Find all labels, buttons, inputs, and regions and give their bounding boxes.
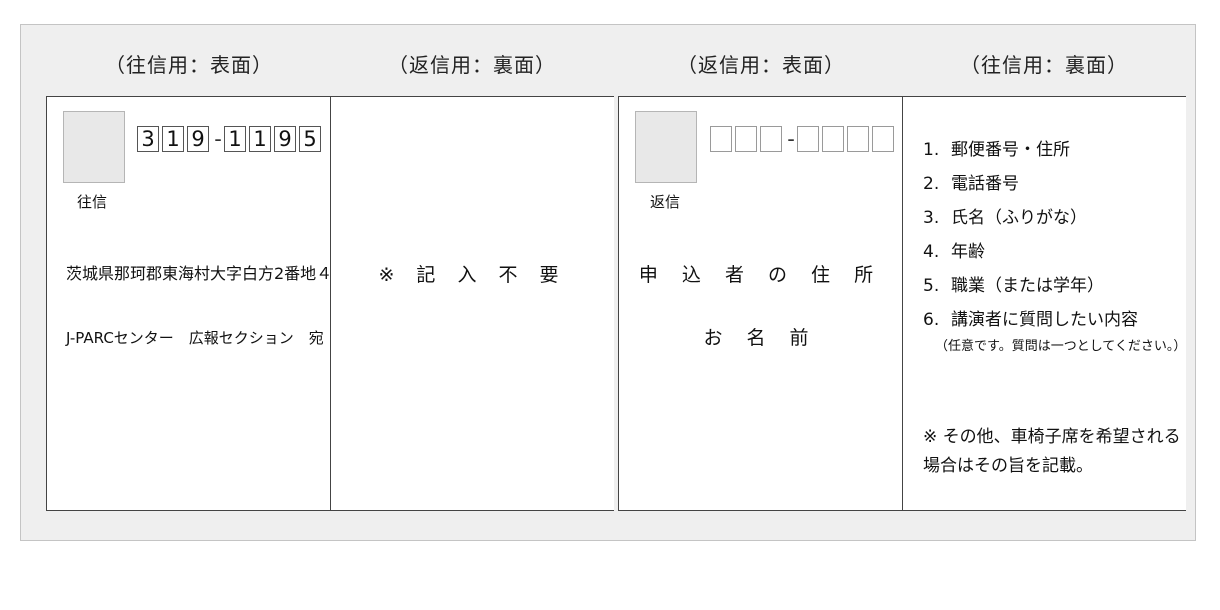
no-entry-note: ※ 記 入 不 要	[378, 264, 567, 286]
card-outgoing-back: 1. 郵便番号・住所 2. 電話番号 3. 氏名（ふりがな） 4. 年齢 5. 職業（また…	[903, 97, 1186, 510]
zip-dash: -	[214, 127, 222, 151]
title-outgoing-front: （往信用：表面）	[105, 53, 273, 77]
list-item: 3. 氏名（ふりがな）	[923, 201, 1186, 235]
list-item: 5. 職業（または学年）	[923, 269, 1186, 303]
list-item: 4. 年齢	[923, 235, 1186, 269]
item-number: 1.	[923, 140, 940, 160]
item-number: 6.	[923, 310, 940, 330]
item-note: （任意です。質問は一つとしてください。）	[935, 339, 1187, 354]
fold-divider-outgoing	[330, 97, 331, 510]
item-number: 3.	[923, 208, 940, 228]
zip-digit-box-empty	[797, 126, 819, 152]
zip-digit-box: 5	[299, 126, 321, 152]
title-reply-back: （返信用：裏面）	[388, 53, 556, 77]
zip-digit-box-empty	[847, 126, 869, 152]
item-text: 電話番号	[951, 174, 1019, 194]
zip-digit-box: 1	[162, 126, 184, 152]
title-outgoing-back: （往信用：裏面）	[960, 53, 1128, 77]
item-text: 講演者に質問したい内容	[951, 310, 1138, 330]
zip-digit-box: 3	[137, 126, 159, 152]
list-item: 2. 電話番号	[923, 167, 1186, 201]
item-text: 年齢	[951, 242, 985, 262]
stamp-box	[63, 111, 125, 183]
item-text: 職業（または学年）	[951, 276, 1104, 296]
list-item: 1. 郵便番号・住所	[923, 133, 1186, 167]
postal-code-blank: -	[710, 126, 897, 152]
zip-digit-box-empty	[872, 126, 894, 152]
zip-digit-box: 1	[224, 126, 246, 152]
card-outgoing-front: 往信 3 1 9 - 1 1 9 5 茨城県那珂郡東海村大字白方2番地４ J-P…	[47, 97, 333, 510]
item-text: 氏名（ふりがな）	[951, 208, 1087, 228]
item-number: 5.	[923, 276, 940, 296]
applicant-name-label: お 名 前	[703, 327, 818, 349]
title-reply-front: （返信用：表面）	[677, 53, 845, 77]
item-number: 4.	[923, 242, 940, 262]
fold-divider-reply	[902, 97, 903, 510]
card-reply-front: 返信 - 申 込 者 の 住 所 お 名 前	[619, 97, 902, 510]
zip-digit-box-empty	[735, 126, 757, 152]
item-text: 郵便番号・住所	[951, 140, 1070, 160]
stamp-box	[635, 111, 697, 183]
applicant-address-label: 申 込 者 の 住 所	[638, 264, 883, 286]
stamp-label: 往信	[77, 193, 108, 211]
postal-code: 3 1 9 - 1 1 9 5	[137, 126, 324, 152]
destination-address: 茨城県那珂郡東海村大字白方2番地４	[66, 264, 333, 283]
required-items-list: 1. 郵便番号・住所 2. 電話番号 3. 氏名（ふりがな） 4. 年齢 5. 職業（また…	[923, 133, 1186, 365]
remark-note: ※ その他、車椅子席を希望される 場合はその旨を記載。	[923, 423, 1181, 481]
zip-digit-box: 9	[274, 126, 296, 152]
zip-dash: -	[787, 127, 795, 151]
destination-recipient: J-PARCセンター 広報セクション 宛	[66, 329, 324, 347]
list-item: 6. 講演者に質問したい内容	[923, 303, 1186, 337]
zip-digit-box: 9	[187, 126, 209, 152]
zip-digit-box: 1	[249, 126, 271, 152]
stamp-label: 返信	[650, 193, 681, 211]
remark-line: ※ その他、車椅子席を希望される	[923, 427, 1181, 447]
zip-digit-box-empty	[710, 126, 732, 152]
zip-digit-box-empty	[822, 126, 844, 152]
remark-line: 場合はその旨を記載。	[923, 456, 1093, 476]
card-reply-back: ※ 記 入 不 要	[331, 97, 614, 510]
zip-digit-box-empty	[760, 126, 782, 152]
item-number: 2.	[923, 174, 940, 194]
